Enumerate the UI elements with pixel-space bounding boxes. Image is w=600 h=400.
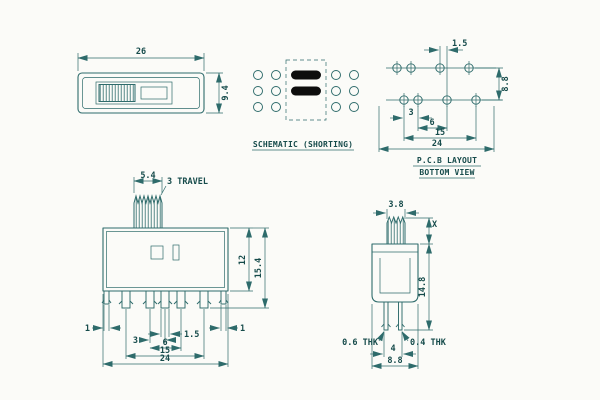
dim-width: 26 xyxy=(77,47,205,71)
dim-text: 3.8 xyxy=(388,200,403,210)
terminal-pin-right xyxy=(395,301,405,331)
dim-pin-gap2: 6 xyxy=(149,309,182,351)
thickness-right: 0.4 THK xyxy=(401,331,447,348)
dim-text: 24 xyxy=(160,354,170,364)
dim-stagger: 1.5 xyxy=(424,39,467,93)
dim-text: 1.5 xyxy=(184,330,199,340)
thk-text: 0.4 THK xyxy=(410,338,447,348)
frame-bracket xyxy=(379,258,411,294)
terminal-circle xyxy=(349,70,359,80)
dim-text: 26 xyxy=(136,47,146,57)
actuator-knob-side xyxy=(386,215,406,245)
dim-pin-gap: 3 xyxy=(390,108,432,121)
dim-text: 12 xyxy=(238,255,248,265)
dim-text: 6 xyxy=(162,338,167,348)
dim-text: 15 xyxy=(160,346,170,356)
dim-pin-width: 1.5 xyxy=(148,309,199,340)
switch-body-side xyxy=(371,243,419,303)
dim-overall: 24 xyxy=(102,294,229,367)
dim-pin-gap: 3 xyxy=(133,309,176,346)
terminal-circle xyxy=(271,102,281,112)
mounting-leg-right xyxy=(218,290,229,305)
terminal-circle xyxy=(331,86,341,96)
pcb-label-line1: P.C.B LAYOUT xyxy=(417,156,477,165)
shorting-bar xyxy=(291,70,321,80)
terminal-circle xyxy=(253,102,263,112)
slot-opening xyxy=(140,86,168,100)
rivet-detail xyxy=(150,245,164,260)
schematic-view: SCHEMATIC (SHORTING) xyxy=(252,59,359,151)
slider-knob xyxy=(98,84,136,102)
dim-row-pitch: 8.8 xyxy=(475,67,511,101)
rivet-detail xyxy=(172,244,180,261)
dim-text: 4 xyxy=(390,344,395,354)
dim-text: 15.4 xyxy=(254,258,264,278)
switch-body-front xyxy=(102,227,229,292)
dim-text: 14.8 xyxy=(418,277,428,297)
front-view: 5.4 3 TRAVEL 1 1 1.5 xyxy=(85,171,269,367)
terminal-circle xyxy=(253,70,263,80)
dim-text: 3 xyxy=(133,336,138,346)
dim-width: 8.8 xyxy=(371,304,419,369)
dim-text: 8.8 xyxy=(501,76,511,91)
dim-text: 9.4 xyxy=(221,85,231,100)
terminal-pins xyxy=(118,290,212,309)
terminal-circle xyxy=(271,86,281,96)
dim-body-height: 12 xyxy=(230,227,253,292)
dim-leg-left: 1 xyxy=(85,305,121,334)
dim-span: 15 xyxy=(403,128,477,141)
dim-text: 1 xyxy=(240,324,245,334)
dim-total-height: 15.4 xyxy=(210,227,269,309)
dim-overall: 24 xyxy=(378,139,495,152)
terminal-circle xyxy=(331,70,341,80)
terminal-circle xyxy=(253,86,263,96)
actuator-knob xyxy=(133,194,163,229)
dim-text: 15 xyxy=(435,128,445,138)
travel-label: 3 TRAVEL xyxy=(167,177,208,187)
pcb-pad-row-top xyxy=(392,61,474,75)
terminal-circle xyxy=(271,70,281,80)
pcb-view: 1.5 8.8 3 6 15 xyxy=(378,39,511,179)
dim-knob-width: 3.8 xyxy=(373,200,419,219)
dim-height: 9.4 xyxy=(206,72,231,114)
travel-note: 3 TRAVEL xyxy=(160,177,208,196)
switch-body-front-inner xyxy=(106,231,225,288)
dim-knob-height: X xyxy=(406,217,437,245)
pcb-pad-row-bottom xyxy=(399,93,481,107)
terminal-pin-left xyxy=(381,301,391,331)
dim-leg-right: 1 xyxy=(209,305,245,334)
switch-body-inner xyxy=(82,77,200,109)
shorting-bar xyxy=(291,86,321,96)
dim-text: 1 xyxy=(85,324,90,334)
dim-text: 6 xyxy=(429,118,434,128)
dim-text: X xyxy=(432,220,437,230)
terminal-circle xyxy=(331,102,341,112)
switch-body-outline xyxy=(77,72,205,114)
dim-pin-gap2: 6 xyxy=(417,118,448,131)
pcb-label-line2: BOTTOM VIEW xyxy=(419,168,474,177)
terminal-circle xyxy=(349,86,359,96)
thk-text: 0.6 THK xyxy=(342,338,379,348)
slider-slot xyxy=(95,81,173,105)
terminal-circle xyxy=(349,102,359,112)
dim-text: 8.8 xyxy=(387,356,402,366)
top-view: 26 9.4 xyxy=(77,47,231,114)
dim-text: 1.5 xyxy=(452,39,467,49)
dim-height: 14.8 xyxy=(404,243,433,331)
dim-span: 15 xyxy=(125,309,205,359)
schematic-label: SCHEMATIC (SHORTING) xyxy=(253,140,353,149)
moving-contact-outline xyxy=(285,59,327,121)
dim-text: 3 xyxy=(408,108,413,118)
dim-text: 24 xyxy=(432,139,442,149)
thickness-left: 0.6 THK xyxy=(342,331,385,348)
dim-knob-width: 5.4 xyxy=(133,171,163,193)
side-view: 3.8 X 14.8 0.6 THK 0.4 THK 4 xyxy=(342,200,447,369)
dim-text: 5.4 xyxy=(140,171,155,181)
